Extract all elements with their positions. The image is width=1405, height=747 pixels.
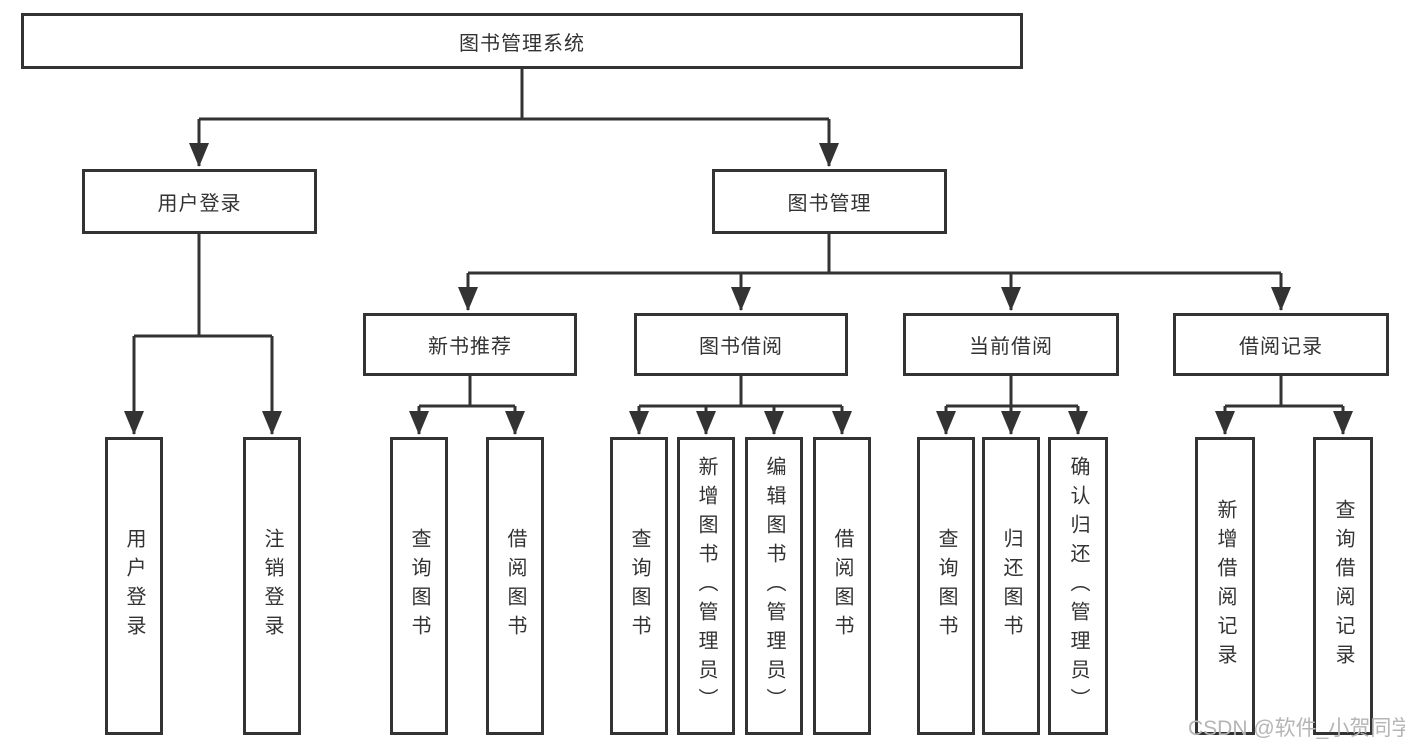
leaf-current-confirm-return-admin: 确认归还（管理员）: [1048, 437, 1108, 735]
leaf-records-query-record: 查询借阅记录: [1313, 437, 1373, 735]
connector-book-borrow-rail: [639, 376, 842, 408]
node-label: 新增借阅记录: [1214, 499, 1236, 673]
node-borrow-records: 借阅记录: [1173, 313, 1389, 376]
node-label: 确认归还（管理员）: [1067, 455, 1089, 717]
node-label: 图书管理: [787, 193, 872, 215]
leaf-records-add-record: 新增借阅记录: [1195, 437, 1255, 735]
node-label: 新书推荐: [428, 336, 512, 358]
node-new-book-recommend: 新书推荐: [363, 313, 577, 376]
connector-borrow-records-rail: [1225, 376, 1343, 408]
leaf-current-return-books: 归还图书: [982, 437, 1040, 735]
node-label: 查询借阅记录: [1332, 499, 1354, 673]
node-label: 用户登录: [157, 193, 242, 215]
node-label: 当前借阅: [969, 336, 1053, 358]
node-label: 查询图书: [408, 528, 430, 644]
node-book-management: 图书管理: [712, 169, 947, 234]
leaf-current-query-books: 查询图书: [917, 437, 975, 735]
node-label: 用户登录: [123, 528, 145, 644]
connector-book-management-rail: [468, 234, 1281, 275]
node-label: 图书借阅: [699, 336, 783, 358]
leaf-user-login: 用户登录: [105, 437, 163, 735]
node-book-borrow: 图书借阅: [634, 313, 848, 376]
node-label: 新增图书（管理员）: [695, 455, 717, 717]
leaf-newbook-borrow-books: 借阅图书: [486, 437, 544, 735]
node-label: 图书管理系统: [459, 32, 585, 55]
leaf-borrow-edit-books-admin: 编辑图书（管理员）: [745, 437, 803, 735]
leaf-borrow-query-books: 查询图书: [610, 437, 668, 735]
connector-user-login-rail: [134, 234, 272, 338]
connector-root-rail: [199, 69, 829, 121]
node-label: 编辑图书（管理员）: [763, 455, 785, 717]
node-user-login: 用户登录: [82, 169, 317, 234]
node-label: 注销登录: [261, 528, 283, 644]
node-label: 借阅图书: [504, 528, 526, 644]
node-label: 借阅图书: [831, 528, 853, 644]
connector-new-book-rail: [419, 376, 515, 408]
node-label: 查询图书: [935, 528, 957, 644]
leaf-borrow-add-books-admin: 新增图书（管理员）: [677, 437, 735, 735]
node-label: 借阅记录: [1239, 336, 1323, 358]
connector-current-borrow-rail: [946, 376, 1078, 408]
node-label: 查询图书: [628, 528, 650, 644]
csdn-watermark: CSDN @软件_小贺同学: [1188, 717, 1405, 740]
node-current-borrow: 当前借阅: [903, 313, 1119, 376]
node-label: 归还图书: [1000, 528, 1022, 644]
leaf-borrow-borrow-books: 借阅图书: [813, 437, 871, 735]
node-root-system: 图书管理系统: [21, 13, 1023, 69]
leaf-logout: 注销登录: [243, 437, 301, 735]
leaf-newbook-query-books: 查询图书: [390, 437, 448, 735]
